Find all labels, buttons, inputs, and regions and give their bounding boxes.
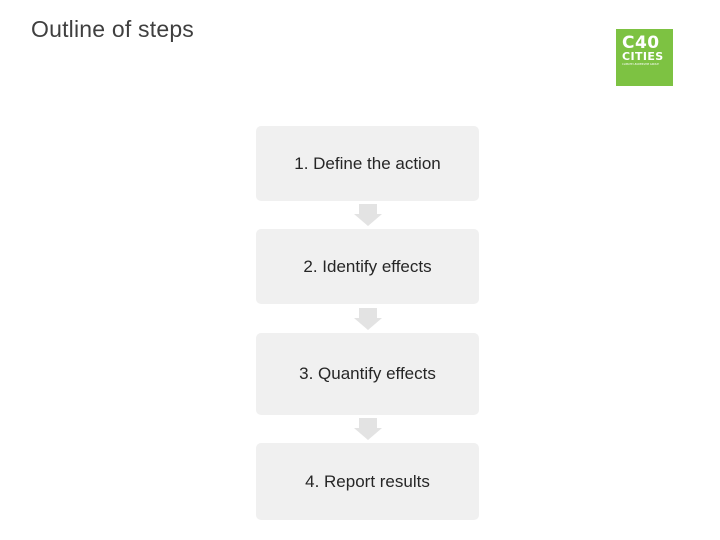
step-box-3: 3. Quantify effects: [256, 333, 479, 415]
step-box-4: 4. Report results: [256, 443, 479, 520]
step-label-2: 2. Identify effects: [303, 256, 432, 276]
down-arrow-3: [354, 418, 382, 440]
down-arrow-1: [354, 204, 382, 226]
step-box-1: 1. Define the action: [256, 126, 479, 201]
logo-tagline: CLIMATE LEADERSHIP GROUP: [622, 63, 659, 66]
down-arrow-2: [354, 308, 382, 330]
step-label-3: 3. Quantify effects: [299, 364, 436, 383]
logo-wordmark-c40: C40: [622, 33, 660, 53]
step-label-4: 4. Report results: [305, 471, 430, 491]
logo-wordmark-cities: CITIES: [622, 50, 664, 63]
step-box-2: 2. Identify effects: [256, 229, 479, 304]
c40-cities-logo: C40 CITIES CLIMATE LEADERSHIP GROUP: [616, 29, 673, 86]
step-label-1: 1. Define the action: [294, 153, 441, 173]
slide-title: Outline of steps: [31, 16, 195, 42]
